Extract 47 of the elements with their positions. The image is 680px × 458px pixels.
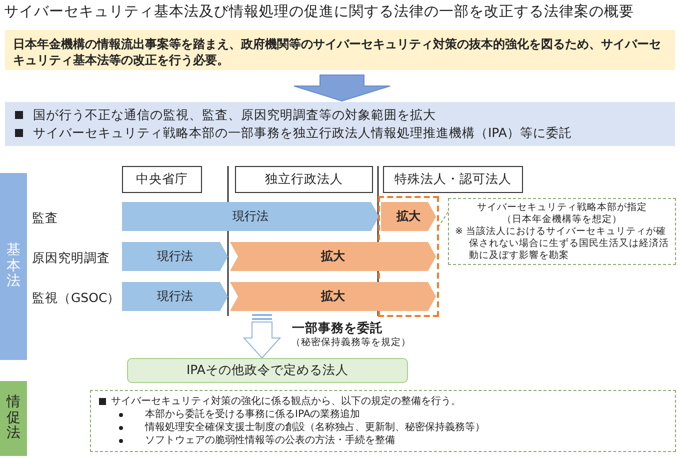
law-side-band [0, 381, 27, 456]
provision-box [90, 390, 676, 452]
callout-box [448, 198, 676, 265]
note-text: ※ 当該法人におけるサイバーセキュリティが確保されない場合に生ずる国民生活又は経済活動に及ぼす影響を勘案 [455, 226, 669, 262]
band-label: 情促法 [6, 395, 20, 442]
provision-text: ソフトウェアの脆弱性情報等の公表の方法・手続を整備 [145, 434, 395, 447]
current-law-text: 現行法 [157, 248, 193, 265]
current-law-text: 現行法 [157, 288, 193, 305]
edge-label: 一部事務を委託 [292, 320, 383, 337]
column-header-text: 中央省庁 [136, 171, 188, 188]
title: サイバーセキュリティ基本法及び情報処理の促進に関する法律の一部を改正する法律案の概要 [4, 2, 634, 21]
entity-box [127, 358, 408, 383]
provision-text: サイバーセキュリティ対策の強化に係る観点から、以下の規定の整備を行う。 [111, 395, 461, 408]
expansion-text: 拡大 [396, 208, 420, 225]
law-side-band [0, 173, 27, 360]
expansion-text: 拡大 [321, 288, 345, 305]
column-header [122, 166, 202, 193]
provision-text: 本部から委託を受ける事務に係るIPAの業務追加 [145, 408, 360, 421]
summary-banner [5, 30, 675, 70]
band-label: 基本法 [6, 243, 20, 290]
expansion-text: 拡大 [321, 248, 345, 265]
column-header-text: 特殊法人・認可法人 [394, 171, 512, 188]
expansion-bar [230, 282, 436, 311]
down-block-arrow [294, 74, 390, 102]
hollow-down-arrow [242, 314, 282, 359]
callout-text: （日本年金機構等を想定） [501, 214, 623, 226]
current-law-bar [122, 202, 379, 231]
column-header-text: 独立行政法人 [265, 171, 343, 188]
column-header [383, 166, 523, 193]
current-law-bar [122, 282, 228, 311]
column-header [235, 166, 373, 193]
edge-note: （秘密保持義務等を規定） [291, 336, 411, 349]
row-label: 監査 [32, 210, 58, 227]
bullet-text: 国が行う不正な通信の監視、監査、原因究明調査等の対象範囲を拡大 [33, 106, 436, 124]
row-label: 監視（GSOC） [32, 290, 120, 307]
banner-text: 日本年金機構の情報流出事案等を踏まえ、政府機関等のサイバーセキュリティ対策の抜本的強化を図るため、サイバーセキュリティ基本法等の改正を行う必要。 [13, 36, 662, 68]
provision-text: 情報処理安全確保支援士制度の創設（名称独占、更新制、秘密保持義務等） [145, 421, 485, 434]
row-label: 原因究明調査 [32, 250, 110, 267]
leader-line [438, 212, 448, 226]
expansion-bar [230, 242, 436, 271]
callout-text: サイバーセキュリティ戦略本部が指定 [476, 202, 648, 214]
bullet-text: サイバーセキュリティ戦略本部の一部事務を独立行政法人情報処理推進機構（IPA）等に委託 [33, 124, 572, 142]
current-law-bar [122, 242, 228, 271]
entity-text: IPAその他政令で定める法人 [186, 362, 348, 379]
current-law-text: 現行法 [232, 208, 268, 225]
summary-panel [5, 102, 675, 146]
expansion-bar [381, 202, 436, 231]
